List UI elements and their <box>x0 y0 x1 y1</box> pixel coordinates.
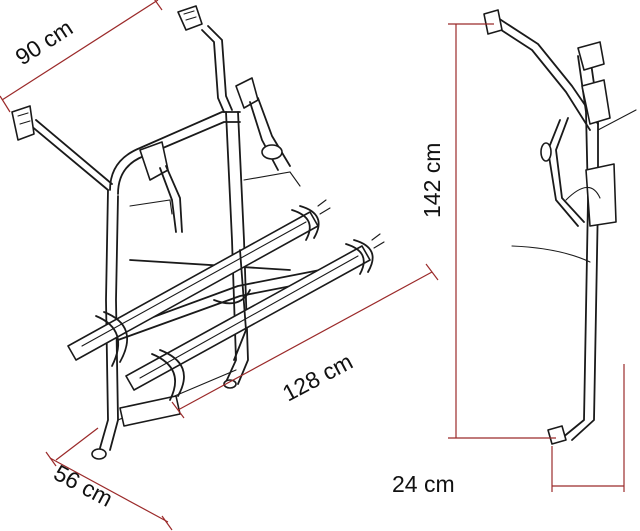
rail-support <box>213 249 251 361</box>
dim-24cm: 24 cm <box>392 364 625 497</box>
dim-24cm-label: 24 cm <box>392 471 455 497</box>
dim-56cm: 56 cm <box>45 427 173 531</box>
wheel-rail-rear <box>67 199 331 367</box>
rack-front-view <box>11 5 385 460</box>
dim-142cm-label: 142 cm <box>419 143 445 218</box>
rack-side-view <box>483 9 637 445</box>
upper-clamps <box>129 77 301 233</box>
right-mounting-arm <box>177 5 233 113</box>
dim-90cm-label: 90 cm <box>11 14 78 70</box>
left-mounting-arm <box>11 105 113 191</box>
main-frame <box>91 111 249 460</box>
dim-128cm-label: 128 cm <box>278 348 357 406</box>
dim-56cm-label: 56 cm <box>50 459 118 511</box>
dim-142cm: 142 cm <box>419 23 556 439</box>
wheel-rail-front <box>125 233 385 401</box>
dim-90cm: 90 cm <box>0 0 163 113</box>
